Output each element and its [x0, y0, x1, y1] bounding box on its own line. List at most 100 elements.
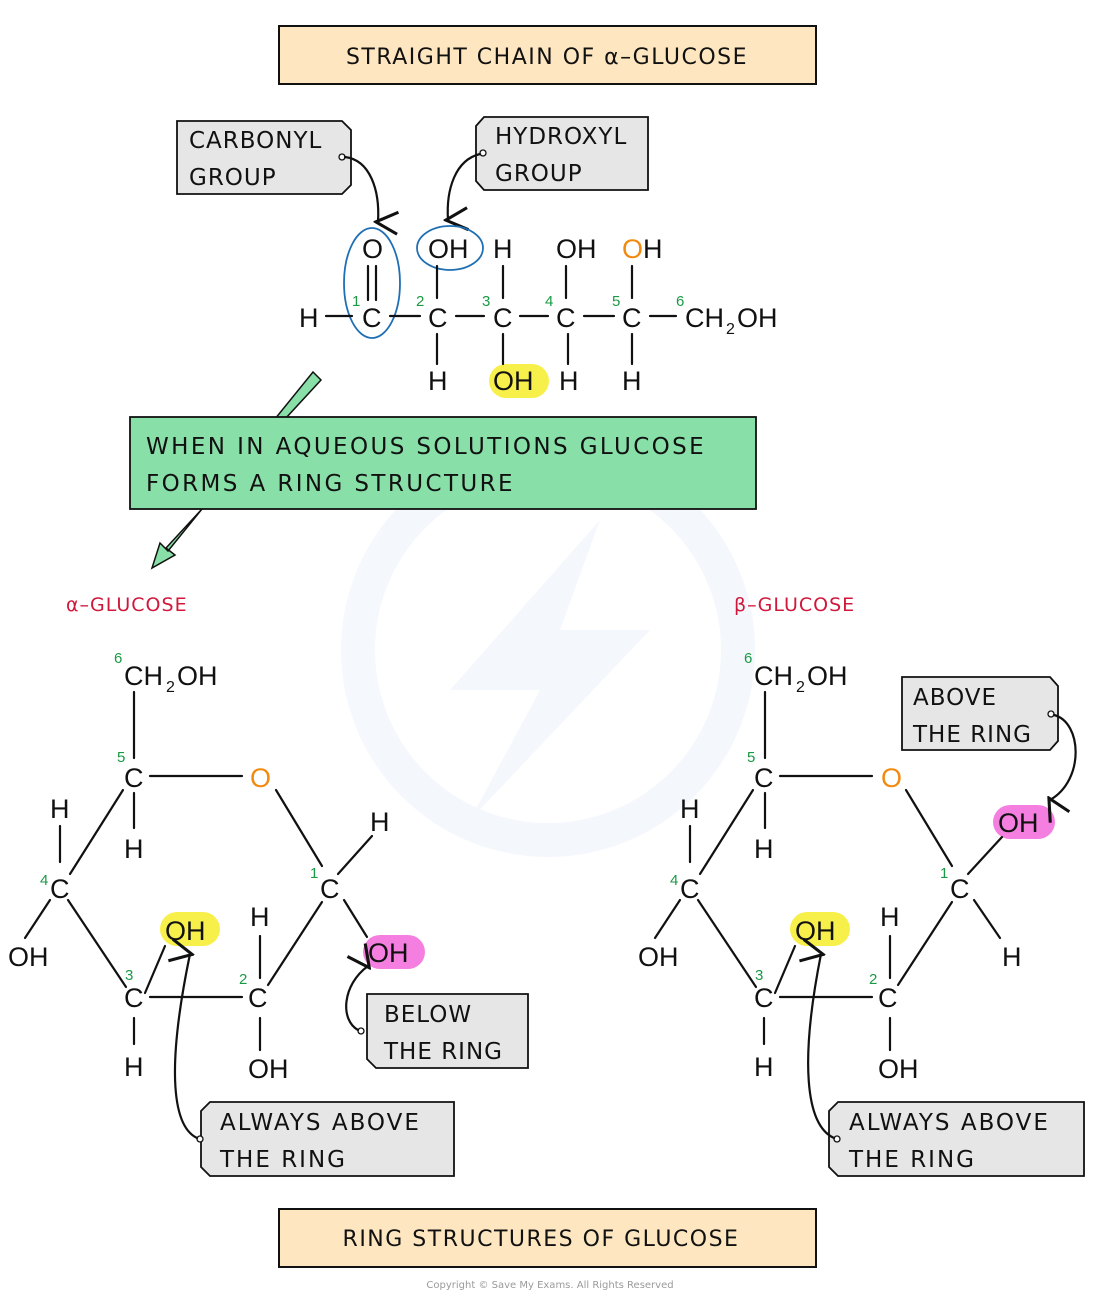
svg-text:CH: CH — [754, 661, 793, 691]
alpha-glucose-label: α–GLUCOSE — [66, 594, 188, 616]
beta-c3-h: H — [754, 1052, 774, 1082]
beta-num-1: 1 — [940, 865, 948, 882]
copyright-notice: Copyright © Save My Exams. All Rights Re… — [426, 1280, 673, 1291]
beta-c5-h: H — [754, 834, 774, 864]
alpha-c5-h: H — [124, 834, 144, 864]
sc-num-2: 2 — [416, 293, 424, 310]
beta-c2: C — [878, 983, 898, 1013]
alpha-num-6: 6 — [114, 650, 122, 667]
beta-c5: C — [754, 763, 774, 793]
beta-c6-ch2oh: CH 2 OH — [754, 661, 848, 696]
callout-always-above-alpha: ALWAYS ABOVE THE RING — [175, 954, 455, 1177]
alpha-num-4: 4 — [40, 872, 48, 889]
alpha-c5: C — [124, 763, 144, 793]
callout-hydroxyl-group: HYDROXYL GROUP — [448, 116, 649, 220]
callout-above-line2: THE RING — [912, 722, 1032, 748]
sc-c5: C — [622, 303, 642, 333]
callout-below-the-ring: BELOW THE RING — [345, 966, 529, 1069]
callout-aqueous-solution: WHEN IN AQUEOUS SOLUTIONS GLUCOSE FORMS … — [129, 416, 757, 510]
hydroxyl-pointer-arrow — [448, 152, 482, 220]
beta-c1-oh-highlight — [993, 805, 1055, 839]
beta-c1: C — [950, 874, 970, 904]
alpha-c6-ch2oh: CH 2 OH — [124, 661, 218, 696]
beta-c2-h: H — [880, 902, 900, 932]
alpha-c1: C — [320, 874, 340, 904]
sc-c6-ch2oh: CH 2 OH — [685, 303, 778, 338]
alpha-num-3: 3 — [125, 967, 133, 984]
callout-carbonyl-line2: GROUP — [189, 165, 277, 191]
callout-always-above-beta: ALWAYS ABOVE THE RING — [808, 954, 1085, 1177]
svg-text:2: 2 — [726, 321, 735, 338]
beta-num-2: 2 — [869, 971, 877, 988]
sc-c4-h: H — [559, 366, 579, 396]
svg-text:2: 2 — [166, 679, 175, 696]
beta-c3-oh-highlight — [790, 912, 850, 946]
sc-c2: C — [428, 303, 448, 333]
callout-carbonyl-line1: CARBONYL — [189, 128, 322, 154]
alpha-c2: C — [248, 983, 268, 1013]
alpha-ring-oxygen: O — [250, 763, 271, 793]
sc-num-1: 1 — [352, 293, 360, 310]
beta-glucose-ring: 6 CH 2 OH 5 C O H H 4 C OH OH 1 C H OH H… — [638, 650, 1055, 1084]
beta-c3-oh: OH — [795, 916, 836, 946]
svg-text:OH: OH — [737, 303, 778, 333]
callout-below-line2: THE RING — [383, 1039, 503, 1065]
svg-text:OH: OH — [807, 661, 848, 691]
sc-c1: C — [362, 303, 382, 333]
alpha-c2-oh: OH — [248, 1054, 289, 1084]
alpha-num-1: 1 — [310, 865, 318, 882]
hydroxyl-circle — [416, 225, 484, 271]
callout-aqueous-line1: WHEN IN AQUEOUS SOLUTIONS GLUCOSE — [146, 434, 706, 460]
sc-c5-hydrogen: H — [643, 234, 663, 264]
alpha-num-2: 2 — [239, 971, 247, 988]
always-above-alpha-pointer-arrow — [175, 954, 199, 1140]
sc-c2-h: H — [428, 366, 448, 396]
beta-num-6: 6 — [744, 650, 752, 667]
sc-c4: C — [556, 303, 576, 333]
alpha-c4-h: H — [50, 794, 70, 824]
alpha-c3-oh-highlight — [160, 912, 220, 946]
alpha-c1-oh: OH — [368, 938, 409, 968]
sc-c3: C — [493, 303, 513, 333]
sc-c2-oh: OH — [428, 234, 469, 264]
beta-c4-oh: OH — [638, 942, 679, 972]
beta-c4-h: H — [680, 794, 700, 824]
callout-aqueous-line2: FORMS A RING STRUCTURE — [146, 471, 515, 497]
sc-c3-h: H — [493, 234, 513, 264]
callout-hydroxyl-line2: GROUP — [495, 161, 583, 187]
beta-c2-oh: OH — [878, 1054, 919, 1084]
sc-c4-oh: OH — [556, 234, 597, 264]
svg-text:CH: CH — [124, 661, 163, 691]
carbonyl-pointer-arrow — [343, 155, 378, 222]
alpha-c3: C — [124, 983, 144, 1013]
carbonyl-circle — [343, 227, 401, 339]
watermark-logo — [341, 443, 755, 857]
title-ring-structures-text: RING STRUCTURES OF GLUCOSE — [343, 1227, 740, 1252]
callout-carbonyl-group: CARBONYL GROUP — [176, 120, 378, 222]
beta-ring-oxygen: O — [881, 763, 902, 793]
beta-num-4: 4 — [670, 872, 678, 889]
c3-oh-highlight — [489, 364, 549, 398]
callout-above-the-ring: ABOVE THE RING — [901, 676, 1077, 800]
sc-num-4: 4 — [545, 293, 553, 310]
svg-text:CH: CH — [685, 303, 724, 333]
alpha-c4: C — [50, 874, 70, 904]
alpha-num-5: 5 — [117, 749, 125, 766]
callout-below-line1: BELOW — [384, 1002, 472, 1028]
beta-c1-oh: OH — [998, 808, 1039, 838]
sc-num-6: 6 — [676, 293, 684, 310]
above-ring-pointer-arrow — [1050, 713, 1077, 800]
sc-num-3: 3 — [482, 293, 490, 310]
alpha-c2-h: H — [250, 902, 270, 932]
callout-hydroxyl-line1: HYDROXYL — [495, 124, 627, 150]
sc-c3-oh: OH — [493, 366, 534, 396]
beta-c4: C — [680, 874, 700, 904]
sc-num-5: 5 — [612, 293, 620, 310]
beta-c3: C — [754, 983, 774, 1013]
alpha-c3-oh: OH — [165, 916, 206, 946]
sc-c5-oxygen: O — [622, 234, 643, 264]
alpha-c1-oh-highlight — [363, 935, 425, 969]
callout-above-line1: ABOVE — [913, 685, 997, 711]
callout-always-above-alpha-line2: THE RING — [219, 1147, 347, 1173]
